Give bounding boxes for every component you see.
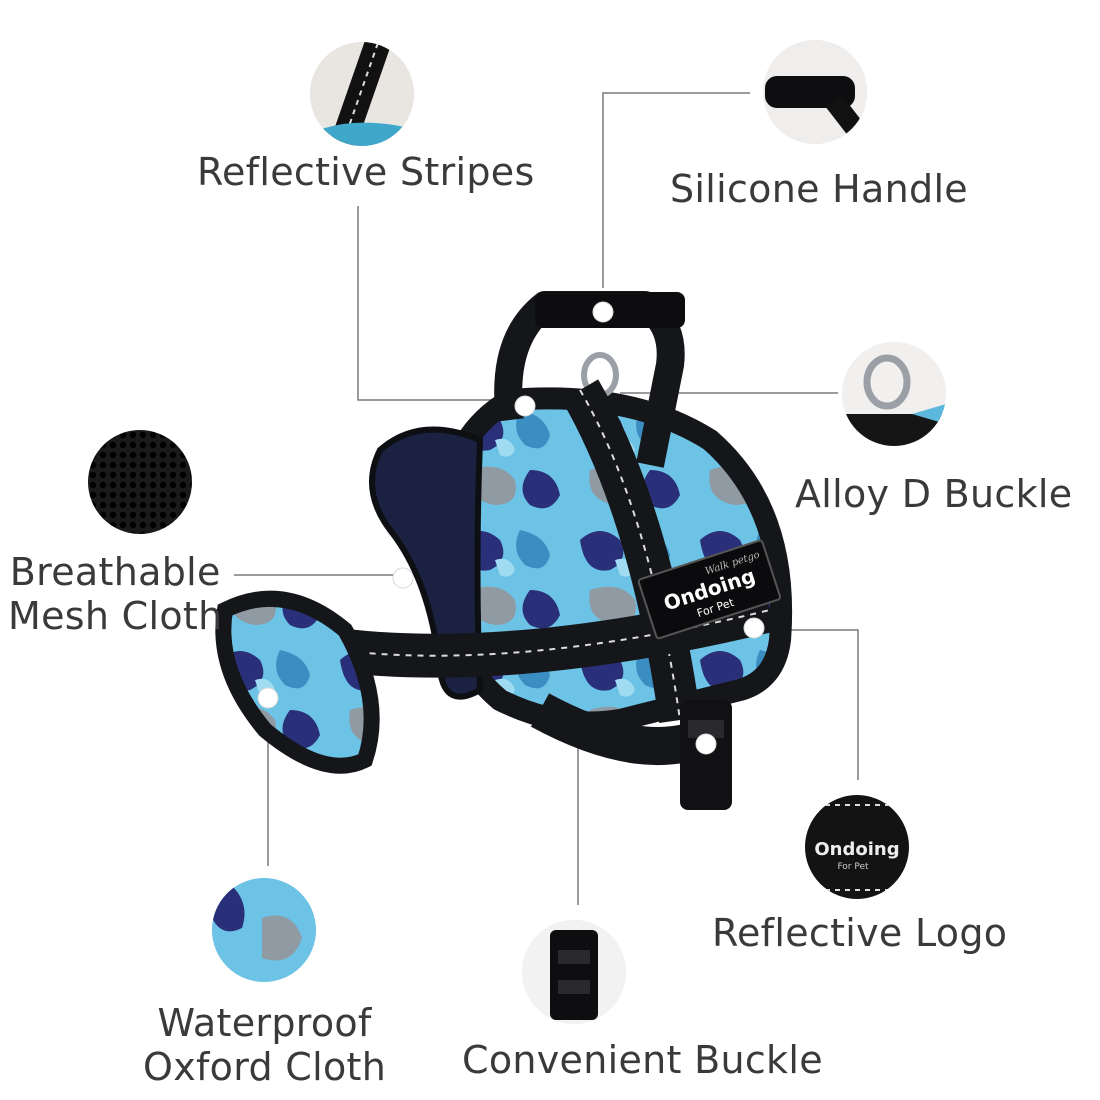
convenient-buckle-thumbnail xyxy=(522,920,626,1024)
label-breathable-mesh-line2: Mesh Cloth xyxy=(8,594,223,638)
callout-line-silicone-handle xyxy=(602,92,750,288)
label-alloy-d-buckle: Alloy D Buckle xyxy=(795,472,1073,516)
marker-dot-handle xyxy=(592,301,614,323)
marker-dot-logo xyxy=(743,617,765,639)
label-reflective-stripes: Reflective Stripes xyxy=(197,150,535,194)
label-breathable-mesh-line1: Breathable xyxy=(9,550,221,594)
harness-illustration: Ondoing For Pet Walk petgo xyxy=(215,291,793,810)
silicone-handle-thumbnail xyxy=(763,40,867,144)
label-reflective-logo: Reflective Logo xyxy=(712,911,1008,955)
label-silicone-handle: Silicone Handle xyxy=(670,167,968,211)
callout-line-reflective-stripes xyxy=(357,206,525,401)
waterproof-oxford-thumbnail xyxy=(212,878,316,982)
reflective-stripes-thumbnail xyxy=(310,42,414,146)
thumbnail-logo-brand: Ondoing xyxy=(814,839,899,860)
label-waterproof-oxford-line1: Waterproof xyxy=(157,1001,372,1045)
label-waterproof-oxford: Waterproof Oxford Cloth xyxy=(143,1001,386,1089)
breathable-mesh-thumbnail xyxy=(88,430,192,534)
label-waterproof-oxford-line2: Oxford Cloth xyxy=(143,1045,387,1089)
thumbnail-logo-tagline: For Pet xyxy=(837,862,869,872)
label-breathable-mesh: Breathable Mesh Cloth xyxy=(8,550,222,638)
marker-dot-buckle xyxy=(695,733,717,755)
label-convenient-buckle: Convenient Buckle xyxy=(462,1038,823,1082)
marker-dot-mesh xyxy=(392,567,414,589)
marker-dot-stripes xyxy=(514,395,536,417)
marker-dot-oxford xyxy=(257,687,279,709)
alloy-d-buckle-thumbnail xyxy=(842,342,946,446)
